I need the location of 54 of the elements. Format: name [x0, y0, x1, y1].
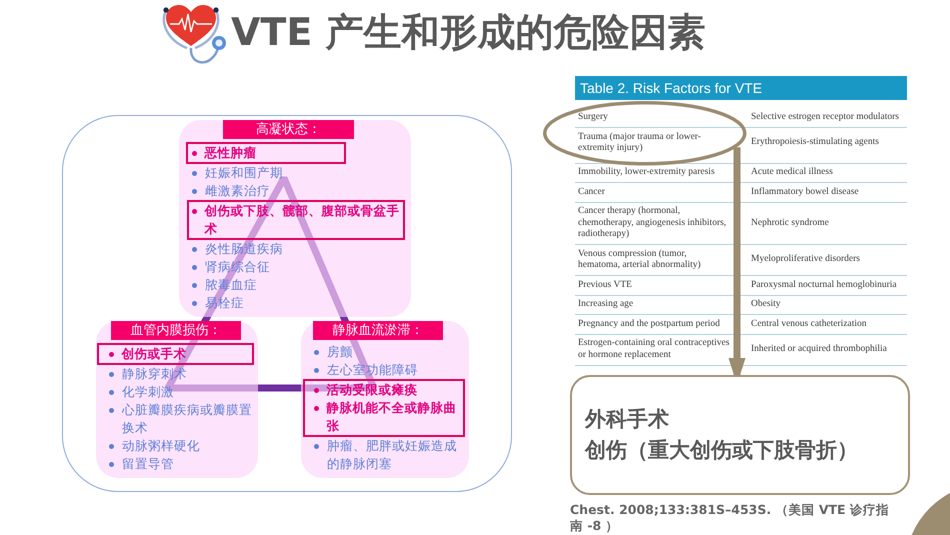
list-item: 静脉机能不全或静脉曲张 [326, 399, 458, 435]
list-item: 动脉粥样硬化 [122, 437, 201, 455]
table-cell: Inflammatory bowel disease [743, 182, 907, 202]
table-cell: Increasing age [575, 295, 743, 314]
box-text: 外科手术 [585, 406, 669, 433]
list-item: 炎性肠道疾病 [205, 240, 284, 258]
table-cell: Central venous catheterization [743, 314, 907, 334]
table-cell: Trauma (major trauma or lower-extremity injury) [575, 128, 743, 163]
highlight-box [186, 142, 346, 164]
table-title: Table 2. Risk Factors for VTE [575, 76, 907, 100]
table-cell: Paroxysmal nocturnal hemoglobinuria [743, 276, 907, 295]
list-item: 肿瘤、肥胖或妊娠造成的静脉闭塞 [327, 437, 458, 473]
table-cell: Selective estrogen receptor modulators [743, 104, 907, 128]
list-item: 化学刺激 [122, 383, 175, 401]
table-cell: Cancer therapy (hormonal, chemotherapy, angiogenesis inhibitors, radiotherapy) [575, 202, 743, 244]
table-cell: Venous compression (tumor, hematoma, arterial abnormality) [575, 244, 743, 276]
box-text: 创伤（重大创伤或下肢骨折） [585, 437, 858, 464]
list-item: 左心室功能障碍 [327, 361, 419, 379]
table-cell: Myeloproliferative disorders [743, 244, 907, 276]
list-item: 静脉穿刺术 [122, 365, 188, 383]
citation: Chest. 2008;133:381S–453S. （美国 VTE 诊疗指南 -8 ） [570, 502, 890, 534]
list-item: 创伤或下肢、髋部、腹部或骨盆手术 [204, 202, 400, 238]
table-cell: Obesity [743, 295, 907, 314]
list-item: 活动受限或瘫痪 [326, 381, 418, 399]
group-heading: 血管内膜损伤： [111, 321, 241, 340]
rounded-panel [62, 115, 512, 492]
group-heading: 高凝状态： [223, 120, 354, 139]
text-box [570, 375, 910, 495]
category-panel [301, 321, 469, 478]
slide-title: VTE 产生和形成的危险因素 [231, 9, 706, 56]
table-cell: Estrogen-containing oral contraceptives or hormone replacement [575, 334, 743, 365]
table-cell: Acute medical illness [743, 163, 907, 182]
group-heading: 静脉血流淤滞： [313, 321, 443, 340]
list-item: 创伤或手术 [122, 345, 188, 363]
table-cell: Inherited or acquired thrombophilia [743, 334, 907, 365]
list-item: 心脏瓣膜疾病或瓣膜置换术 [122, 401, 253, 437]
list-item: 房颤 [327, 343, 354, 361]
table-cell: Pregnancy and the postpartum period [575, 314, 743, 334]
category-panel [96, 321, 258, 478]
list-item: 妊娠和围产期 [205, 164, 284, 182]
table-cell: Immobility, lower-extremity paresis [575, 163, 743, 182]
highlight-ellipse [543, 101, 747, 166]
table-cell: Nephrotic syndrome [743, 202, 907, 244]
table-cell: Surgery [575, 104, 743, 128]
list-item: 恶性肿瘤 [204, 144, 258, 162]
table-cell: Erythropoiesis-stimulating agents [743, 128, 907, 163]
highlight-box [187, 200, 405, 240]
table-cell: Cancer [575, 182, 743, 202]
list-item: 留置导管 [122, 455, 175, 473]
highlight-box [97, 343, 254, 365]
highlight-box [303, 379, 465, 437]
table-cell: Previous VTE [575, 276, 743, 295]
category-panel [179, 120, 411, 317]
list-item: 雌激素治疗 [205, 182, 271, 200]
